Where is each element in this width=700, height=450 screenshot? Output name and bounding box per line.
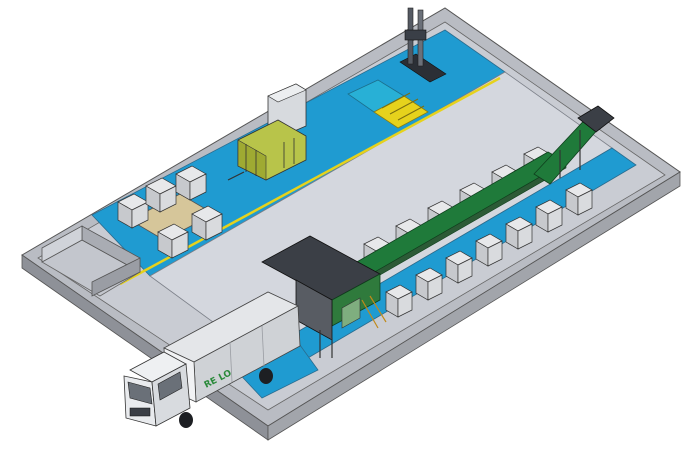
truck-wheel — [179, 412, 193, 428]
small-room-wall-back — [41, 225, 83, 263]
feeding-cabin — [261, 235, 387, 358]
baler-machine-icon — [227, 83, 307, 181]
sorting-line — [261, 105, 615, 358]
sorting-bin — [535, 199, 563, 233]
forklift-carriage — [404, 29, 427, 41]
manual-sorting-station — [117, 165, 223, 259]
truck-grille — [129, 407, 151, 417]
container-rib — [229, 341, 233, 383]
partition-wall — [91, 257, 141, 297]
baler-top-face — [267, 83, 307, 103]
sorting-bin — [385, 284, 413, 318]
ramp-stripe — [389, 98, 419, 115]
cabin-window — [341, 297, 361, 329]
ramp-stripe — [381, 92, 411, 109]
bin — [157, 223, 189, 259]
ramp-stripe — [397, 105, 425, 121]
sorting-bin — [415, 267, 443, 301]
truck-side-window — [157, 371, 183, 401]
small-room — [41, 225, 141, 297]
bin — [145, 177, 177, 213]
sorting-bin — [445, 250, 473, 284]
baler-outfeed — [227, 171, 245, 181]
sorting-bin — [505, 216, 533, 250]
inclined-conveyor-icon — [533, 105, 615, 185]
truck-wheel — [259, 368, 273, 384]
forklift-mast-icon — [399, 7, 447, 83]
incline-hood — [577, 105, 615, 133]
truck-windshield — [127, 381, 153, 405]
bin — [191, 205, 223, 241]
bin — [117, 193, 149, 229]
stair-rail — [369, 295, 387, 323]
collection-truck: RE LO — [123, 291, 301, 428]
right-wall-face — [267, 171, 681, 441]
stair-rail — [361, 299, 379, 329]
weighing-platform — [347, 79, 429, 129]
sorting-bin — [475, 233, 503, 267]
front-bin-row — [385, 182, 593, 318]
sorting-bin — [565, 182, 593, 216]
bin — [175, 165, 207, 201]
baler-front — [237, 139, 267, 181]
container-rib — [261, 325, 265, 367]
